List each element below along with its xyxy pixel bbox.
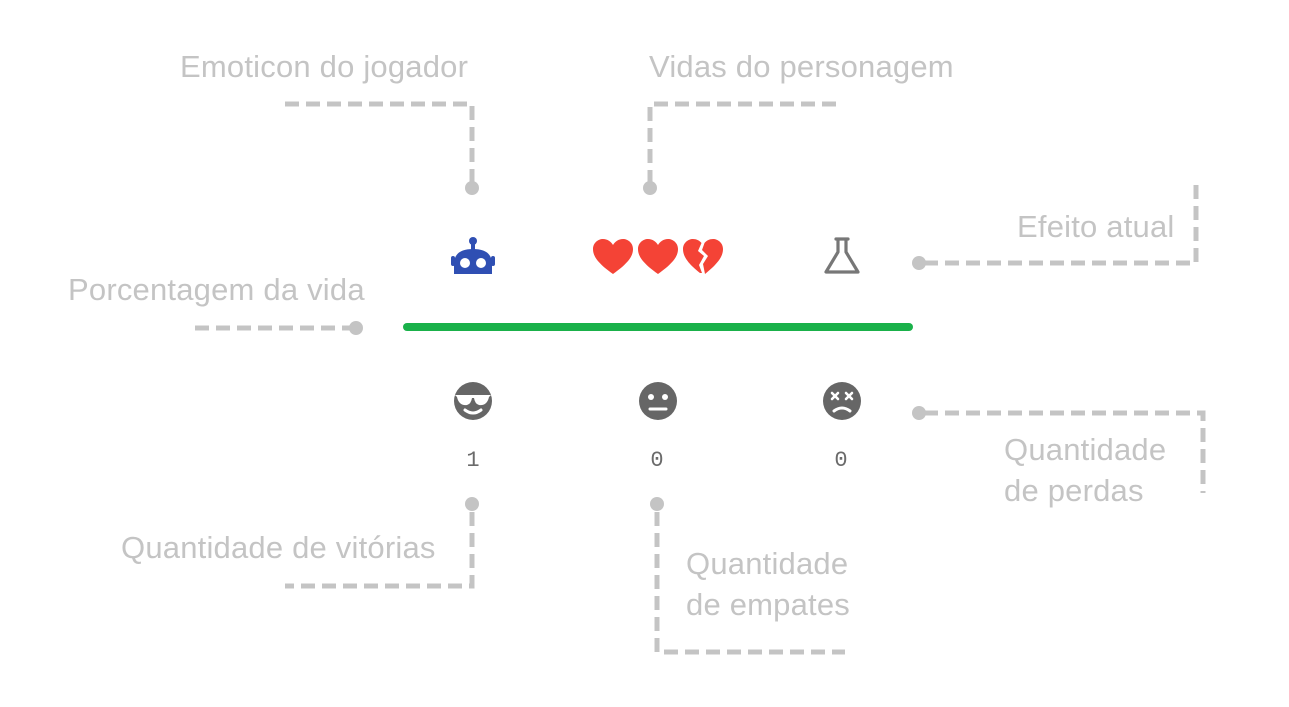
- neutral-face-icon: [639, 382, 677, 420]
- losses-connector: [924, 410, 1206, 493]
- label-draws-line2: de empates: [686, 587, 850, 622]
- current-effect-dot: [912, 256, 926, 270]
- label-player-emoticon: Emoticon do jogador: [180, 49, 469, 84]
- draws-connector: [654, 512, 845, 655]
- label-losses-line2: de perdas: [1004, 473, 1144, 508]
- player-emoticon-connector: [285, 101, 475, 184]
- character-lives-connector: [647, 101, 836, 184]
- label-losses-line1: Quantidade: [1004, 432, 1167, 467]
- wins-connector: [285, 512, 475, 589]
- label-current-effect: Efeito atual: [1017, 209, 1175, 244]
- draws-count: 0: [650, 448, 664, 473]
- player-emoticon-dot: [465, 181, 479, 195]
- full-heart-icon: [638, 239, 678, 274]
- label-life-percentage: Porcentagem da vida: [68, 272, 365, 307]
- dizzy-face-icon: [823, 382, 861, 420]
- sunglasses-face-icon: [454, 382, 492, 420]
- losses-dot: [912, 406, 926, 420]
- robot-icon: [451, 237, 495, 274]
- wins-dot: [465, 497, 479, 511]
- flask-icon: [824, 237, 860, 274]
- label-draws-line1: Quantidade: [686, 546, 849, 581]
- full-heart-icon: [593, 239, 633, 274]
- broken-heart-icon: [683, 239, 723, 274]
- draws-dot: [650, 497, 664, 511]
- wins-count: 1: [466, 448, 480, 473]
- character-lives-dot: [643, 181, 657, 195]
- label-character-lives: Vidas do personagem: [649, 49, 954, 84]
- current-effect-connector: [924, 185, 1199, 266]
- life-percentage-dot: [349, 321, 363, 335]
- label-wins: Quantidade de vitórias: [121, 530, 436, 565]
- losses-count: 0: [834, 448, 848, 473]
